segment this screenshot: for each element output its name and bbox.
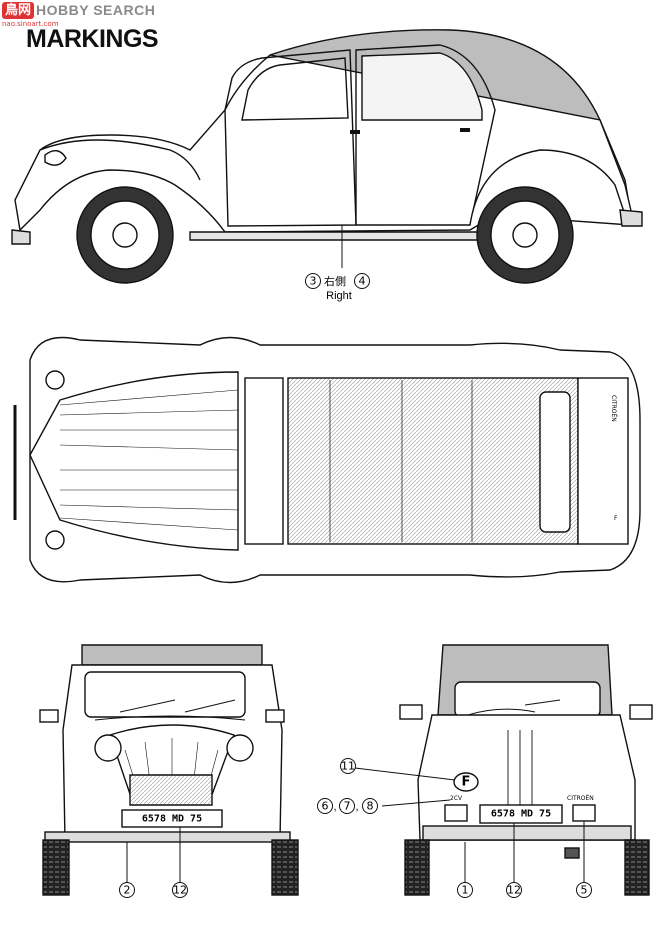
- page-title: MARKINGS: [26, 25, 159, 53]
- marking-12-rear: 12: [507, 884, 521, 897]
- rear-plate-text: 6578 MD 75: [491, 809, 551, 820]
- front-headlamp-left: [94, 734, 122, 762]
- marking-5: 5: [581, 884, 588, 897]
- comma-sep-1: ,: [333, 801, 336, 813]
- watermark-text: HOBBY SEARCH: [36, 2, 156, 18]
- front-tire-left: [42, 839, 70, 896]
- marking-4: 4: [359, 275, 366, 288]
- front-view-labels: 6578 MD 75 2 12: [119, 814, 202, 898]
- label-right-en: Right: [326, 290, 352, 302]
- rear-tire-right: [624, 839, 650, 896]
- side-headlamp: [44, 150, 67, 166]
- marking-6: 6: [322, 800, 329, 813]
- watermark-url: nao.sinoart.com: [2, 20, 59, 28]
- watermark-logo: 鳥网: [2, 2, 35, 19]
- front-plate-text: 6578 MD 75: [142, 814, 202, 825]
- marking-3: 3: [310, 275, 317, 288]
- rear-mirror-left: [399, 704, 423, 720]
- top-rear-window: [539, 391, 571, 533]
- side-front-fender: [39, 139, 201, 181]
- side-window-front: [241, 57, 349, 121]
- rear-mirror-right: [629, 704, 653, 720]
- front-bumper: [44, 831, 291, 843]
- rear-taillight-right: [572, 804, 596, 822]
- marking-11: 11: [341, 760, 355, 773]
- side-door-front: [224, 49, 357, 227]
- side-window-rear: [361, 52, 483, 121]
- front-grille: [129, 774, 213, 806]
- rear-view-labels: F 2CV CITROËN 6578 MD 75 11 6 , 7 , 8 1 …: [317, 758, 594, 898]
- rear-model-badge: 2CV: [450, 795, 463, 802]
- front-mirror-left: [39, 709, 59, 723]
- marking-12-front: 12: [173, 884, 187, 897]
- rear-bumper: [422, 825, 632, 841]
- top-roof: [287, 377, 579, 545]
- side-front-bumper: [11, 229, 31, 245]
- top-view: [13, 336, 641, 584]
- front-view: [39, 644, 299, 896]
- front-roof: [81, 644, 263, 666]
- rear-tire-left: [404, 839, 430, 896]
- rear-plate: [479, 804, 563, 824]
- front-headlamp-right: [226, 734, 254, 762]
- top-trunk: [577, 377, 629, 545]
- marking-2: 2: [124, 884, 131, 897]
- top-brand-badge: CITROËN: [610, 395, 617, 422]
- rear-country-text: F: [462, 775, 471, 790]
- marking-8: 8: [367, 800, 374, 813]
- top-view-badges: CITROËN F: [610, 395, 618, 522]
- side-view-labels: 3 右側 4 Right: [305, 273, 370, 302]
- marking-1: 1: [462, 884, 469, 897]
- rear-view: [354, 644, 653, 896]
- rear-taillight-left: [444, 804, 468, 822]
- watermark: 鳥网 HOBBY SEARCH: [2, 2, 155, 36]
- comma-sep-2: ,: [355, 801, 358, 813]
- side-running-board: [189, 231, 481, 241]
- label-right-jp: 右側: [324, 274, 346, 288]
- marking-7: 7: [344, 800, 351, 813]
- rear-f-badge: [453, 772, 479, 792]
- top-windshield: [244, 377, 284, 545]
- side-view: [11, 29, 643, 284]
- front-tire-right: [271, 839, 299, 896]
- front-mirror-right: [265, 709, 285, 723]
- rear-window: [454, 681, 601, 718]
- rear-brand-badge: CITROËN: [567, 795, 594, 802]
- side-door-rear: [355, 44, 496, 226]
- front-plate: [121, 809, 223, 828]
- side-rear-bumper: [619, 209, 643, 227]
- top-country-badge: F: [614, 515, 618, 522]
- front-windshield: [84, 671, 246, 718]
